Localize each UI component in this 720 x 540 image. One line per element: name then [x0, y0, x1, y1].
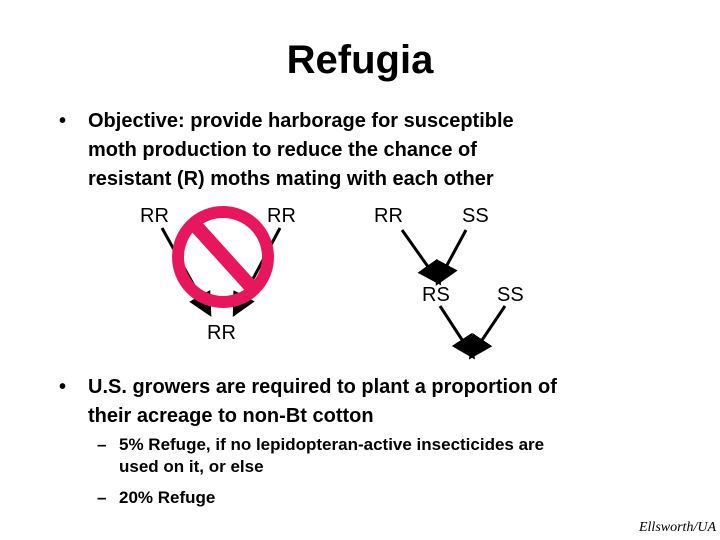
bullet-requirement: • U.S. growers are required to plant a p…: [59, 373, 708, 431]
slide-title: Refugia: [286, 38, 434, 82]
genotype-label-right-parent1: RR: [374, 205, 403, 227]
sub-bullet-dash: –: [97, 488, 107, 507]
sub-bullet-dash: –: [97, 435, 107, 454]
genotype-label-left-offspring: RR: [207, 322, 236, 344]
arrow-right-cross-4: [468, 305, 507, 360]
bullet-dot: •: [59, 376, 67, 398]
arrow-right-cross-1: [400, 229, 442, 286]
bullet-line: resistant (R) moths mating with each oth…: [88, 168, 494, 190]
sub-bullet-line: 5% Refuge, if no lepidopteran-active ins…: [119, 435, 545, 454]
sub-bullet-5pct: – 5% Refuge, if no lepidopteran-active i…: [97, 434, 679, 478]
genotype-label-right-offspring: RS: [422, 284, 450, 306]
arrow-right-cross-2: [435, 229, 468, 286]
bullet-line: Objective: provide harborage for suscept…: [88, 110, 514, 132]
bullet-dot: •: [59, 110, 67, 132]
genotype-label-right-parent3: SS: [497, 284, 524, 306]
bullet-objective: • Objective: provide harborage for susce…: [59, 107, 688, 194]
sub-bullet-20pct: – 20% Refuge: [97, 487, 679, 509]
genotype-label-right-parent2: SS: [462, 205, 489, 227]
sub-bullet-line: 20% Refuge: [119, 488, 216, 507]
no-entry-icon: [172, 206, 274, 308]
bullet-line: their acreage to non-Bt cotton: [88, 405, 374, 427]
sub-bullet-line: used on it, or else: [119, 457, 264, 476]
genotype-label-left-parent1: RR: [140, 205, 169, 227]
credit-text: Ellsworth/UA: [638, 520, 716, 535]
genotype-label-left-parent2: RR: [267, 205, 296, 227]
bullet-line: U.S. growers are required to plant a pro…: [88, 376, 557, 398]
arrow-right-cross-3: [438, 305, 475, 360]
bullet-line: moth production to reduce the chance of: [88, 139, 477, 161]
